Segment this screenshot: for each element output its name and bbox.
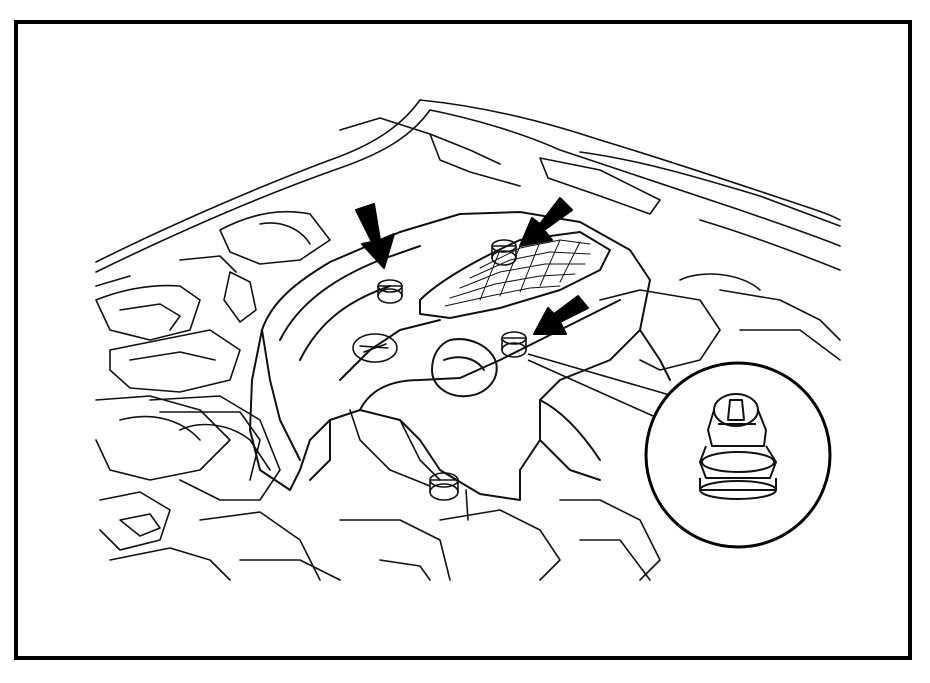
cover-emblem: [352, 333, 398, 363]
clip-left: [377, 279, 403, 304]
clip-right: [501, 331, 527, 358]
engine-cover: [249, 211, 671, 501]
arrow-icon: [355, 203, 395, 269]
arrow-icon: [519, 197, 573, 247]
lower-right-components: [339, 273, 841, 581]
hood-outline: [95, 99, 841, 273]
cover-grille: [444, 239, 591, 307]
arrow-icon: [533, 295, 589, 335]
clip-detail-icon: [644, 361, 832, 549]
clip-top: [491, 239, 517, 266]
detail-leader-line: [527, 353, 681, 421]
left-components: [95, 210, 341, 581]
